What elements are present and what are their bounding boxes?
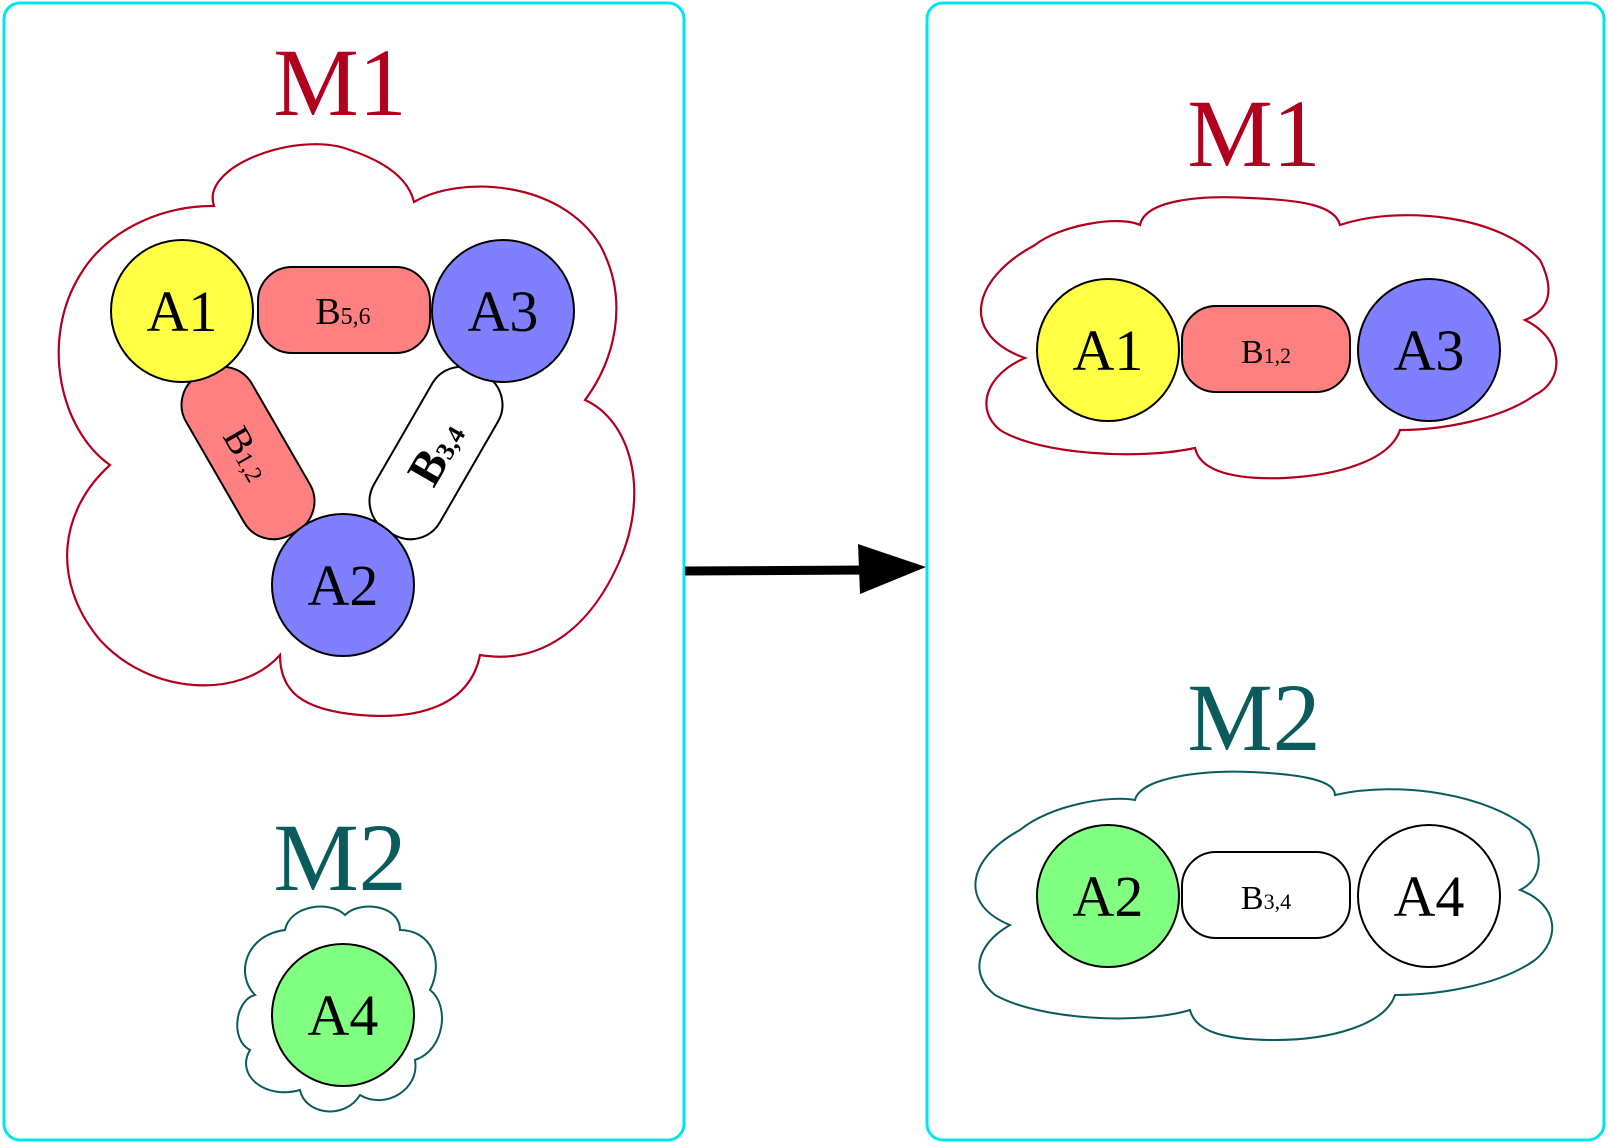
right-node-a4 bbox=[1357, 824, 1501, 968]
transition-arrow-head bbox=[858, 544, 926, 594]
left-bond-b56-main: B bbox=[315, 291, 340, 333]
left-node-a2-label: A2 bbox=[308, 553, 379, 618]
left-bond-b12-group: B1,2 bbox=[180, 365, 316, 541]
right-bond-b34-label: B3,4 bbox=[1241, 880, 1291, 917]
left-node-a2 bbox=[271, 513, 415, 657]
right-bond-b34-sub: 3,4 bbox=[1264, 889, 1292, 914]
right-node-a2 bbox=[1036, 824, 1180, 968]
left-m1-cloud bbox=[57, 143, 636, 717]
left-bond-b56-sub: 5,6 bbox=[341, 304, 371, 330]
right-node-a2-label: A2 bbox=[1073, 864, 1144, 929]
right-bond-b12 bbox=[1181, 305, 1351, 393]
right-m1-label: M1 bbox=[1187, 80, 1320, 187]
right-bond-b34-main: B bbox=[1241, 880, 1264, 917]
right-node-a1-label: A1 bbox=[1073, 318, 1144, 383]
right-bond-b12-label: B1,2 bbox=[1241, 334, 1291, 371]
right-node-a1 bbox=[1036, 278, 1180, 422]
right-bond-b12-sub: 1,2 bbox=[1264, 343, 1292, 368]
left-node-a3 bbox=[431, 239, 575, 383]
right-m2-label: M2 bbox=[1187, 664, 1320, 771]
left-node-a4 bbox=[271, 943, 415, 1087]
right-node-a3-label: A3 bbox=[1394, 318, 1465, 383]
left-m2-cloud bbox=[236, 905, 443, 1113]
left-node-a3-label: A3 bbox=[468, 279, 539, 344]
left-bond-b56 bbox=[257, 266, 431, 354]
right-m2-cloud bbox=[974, 770, 1554, 1042]
left-node-a1 bbox=[110, 239, 254, 383]
left-bond-b56-label: B5,6 bbox=[315, 291, 370, 333]
left-m2-label: M2 bbox=[273, 804, 406, 911]
right-bond-b34 bbox=[1181, 851, 1351, 939]
right-node-a3 bbox=[1357, 278, 1501, 422]
left-node-a4-label: A4 bbox=[308, 983, 379, 1048]
right-bond-b12-main: B bbox=[1241, 334, 1264, 371]
right-node-a4-label: A4 bbox=[1394, 864, 1465, 929]
transition-arrow-shaft bbox=[684, 565, 871, 576]
left-node-a1-label: A1 bbox=[147, 279, 218, 344]
right-m1-cloud bbox=[979, 196, 1558, 480]
left-m1-label: M1 bbox=[273, 29, 406, 136]
